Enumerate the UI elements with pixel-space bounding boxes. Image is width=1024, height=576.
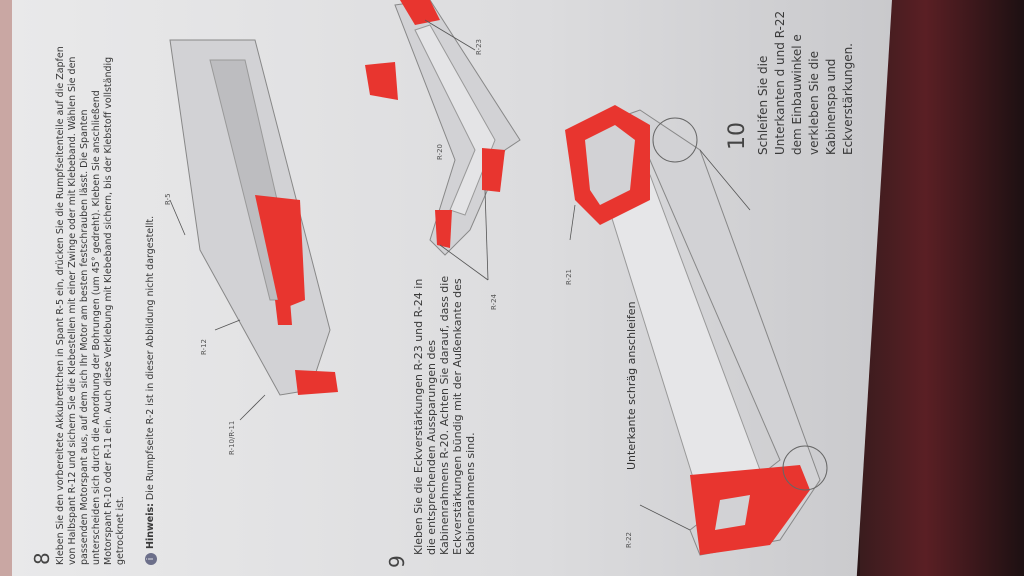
step-8-text: Kleben Sie den vorbereitete Akkubrettche… bbox=[55, 46, 126, 565]
background-fabric bbox=[860, 0, 1024, 576]
red-part-r12 bbox=[275, 300, 292, 325]
step-8-number: 8 bbox=[30, 552, 54, 565]
red-part-r5 bbox=[255, 195, 305, 310]
label-r23: R-23 bbox=[475, 38, 483, 55]
red-part-r24b bbox=[435, 210, 452, 248]
label-r22: R-22 bbox=[625, 531, 633, 548]
label-bevel-edge: Unterkante schräg anschleifen bbox=[625, 301, 638, 470]
cabin-frame-drawing bbox=[365, 0, 521, 281]
step-8-hint: i Hinweis: Die Rumpfseite R-2 ist in dies… bbox=[145, 95, 157, 565]
cabin-side-drawing bbox=[565, 105, 828, 556]
hint-text: Die Rumpfseite R-2 ist in dieser Abbildu… bbox=[145, 215, 156, 501]
label-r24: R-24 bbox=[490, 293, 498, 310]
info-icon: i bbox=[145, 553, 157, 565]
label-r5: R-5 bbox=[164, 193, 172, 205]
hint-label: Hinweis: bbox=[145, 503, 156, 549]
red-part-r23b bbox=[365, 62, 398, 100]
red-part-r24 bbox=[482, 148, 505, 192]
fuselage-drawing bbox=[169, 39, 338, 421]
red-part-motor bbox=[295, 370, 338, 395]
step-9-text: Kleben Sie die Eckverstärkungen R-23 und… bbox=[412, 275, 477, 555]
step-10-number: 10 bbox=[725, 122, 750, 150]
label-r12: R-12 bbox=[200, 338, 208, 355]
label-r10-r11: R-10/R-11 bbox=[228, 420, 236, 455]
label-r20: R-20 bbox=[436, 143, 444, 160]
step-9-number: 9 bbox=[385, 555, 409, 568]
label-r21: R-21 bbox=[565, 268, 573, 285]
red-part-r23 bbox=[400, 0, 440, 25]
step-10-text: Schleifen Sie die Unterkanten d und R-22… bbox=[756, 10, 855, 155]
red-part-r22 bbox=[690, 465, 810, 555]
